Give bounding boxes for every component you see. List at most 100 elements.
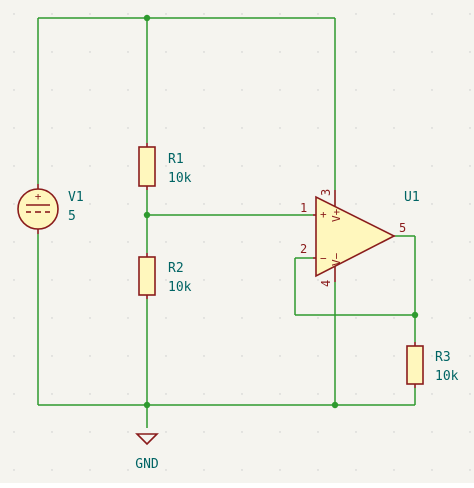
- r1-body: [138, 146, 156, 187]
- grid-dot: [431, 89, 433, 91]
- grid-dot: [279, 203, 281, 205]
- grid-dot: [51, 279, 53, 281]
- grid-dot: [317, 431, 319, 433]
- grid-dot: [127, 51, 129, 53]
- grid-dot: [317, 393, 319, 395]
- grid-dot: [241, 431, 243, 433]
- grid-dot: [469, 127, 471, 129]
- grid-dot: [469, 89, 471, 91]
- grid-dot: [393, 203, 395, 205]
- grid-dot: [393, 241, 395, 243]
- resistor-r3[interactable]: R3 10k: [406, 342, 459, 388]
- grid-dot: [431, 51, 433, 53]
- resistor-r2[interactable]: R2 10k: [138, 253, 192, 299]
- grid-dot: [431, 127, 433, 129]
- grid-dot: [203, 431, 205, 433]
- r2-ref: R2: [168, 261, 184, 276]
- grid-dot: [431, 393, 433, 395]
- grid-dot: [127, 355, 129, 357]
- grid-dot: [469, 51, 471, 53]
- grid-dot: [127, 431, 129, 433]
- grid-dot: [89, 431, 91, 433]
- grid-dot: [317, 89, 319, 91]
- grid-dot: [241, 279, 243, 281]
- grid-dot: [469, 469, 471, 471]
- opamp-vplus-label: V+: [330, 208, 343, 222]
- grid-dot: [203, 469, 205, 471]
- r3-body: [406, 345, 424, 385]
- grid-dot: [127, 13, 129, 15]
- grid-dot: [203, 241, 205, 243]
- grid-dot: [431, 241, 433, 243]
- junction-top: [143, 14, 151, 22]
- grid-dot: [51, 51, 53, 53]
- grid-dot: [89, 13, 91, 15]
- grid-dot: [241, 127, 243, 129]
- ground-triangle: [135, 433, 159, 446]
- grid-dot: [89, 279, 91, 281]
- grid-dot: [317, 127, 319, 129]
- pin-number-1: 1: [300, 201, 307, 215]
- grid-dot: [51, 241, 53, 243]
- opamp-u1[interactable]: + − V+ V− 1 2 3 4 5 U1: [300, 189, 420, 287]
- grid-dot: [89, 393, 91, 395]
- grid-dot: [13, 393, 15, 395]
- r3-ref: R3: [435, 350, 451, 365]
- pin-number-2: 2: [300, 242, 307, 256]
- grid-dot: [317, 13, 319, 15]
- grid-dot: [279, 89, 281, 91]
- grid-dot: [165, 393, 167, 395]
- grid-dot: [469, 393, 471, 395]
- grid-dot: [89, 469, 91, 471]
- pin-number-5: 5: [399, 221, 406, 235]
- grid-dot: [279, 279, 281, 281]
- grid-dot: [13, 127, 15, 129]
- ground-symbol[interactable]: GND: [135, 433, 159, 472]
- grid-dot: [355, 13, 357, 15]
- grid-dot: [355, 51, 357, 53]
- grid-dot: [469, 431, 471, 433]
- grid-dot: [279, 355, 281, 357]
- r1-ref: R1: [168, 152, 184, 167]
- grid-dot: [51, 431, 53, 433]
- opamp-inverting-sign: −: [320, 252, 327, 265]
- grid-dot: [13, 355, 15, 357]
- grid-dot: [393, 279, 395, 281]
- grid-dot: [127, 165, 129, 167]
- grid-dot: [127, 469, 129, 471]
- grid-dot: [469, 165, 471, 167]
- pin-number-4: 4: [319, 280, 333, 287]
- grid-dot: [469, 13, 471, 15]
- r2-body: [138, 256, 156, 296]
- grid-dot: [203, 279, 205, 281]
- grid-dot: [279, 317, 281, 319]
- grid-dot: [355, 203, 357, 205]
- r1-value: 10k: [168, 171, 192, 186]
- grid-dot: [13, 317, 15, 319]
- grid-dot: [89, 355, 91, 357]
- grid-dot: [203, 393, 205, 395]
- grid-dot: [279, 165, 281, 167]
- grid-dot: [203, 165, 205, 167]
- grid-dot: [431, 355, 433, 357]
- grid-dot: [165, 241, 167, 243]
- voltage-source-v1[interactable]: + V1 5: [17, 184, 84, 234]
- grid-dot: [317, 317, 319, 319]
- u1-ref: U1: [404, 190, 420, 205]
- grid-dot: [469, 355, 471, 357]
- v1-plus-sign: +: [35, 190, 42, 203]
- pin-number-3: 3: [319, 189, 333, 196]
- grid-dot: [13, 279, 15, 281]
- grid-dot: [279, 393, 281, 395]
- grid-dot: [469, 241, 471, 243]
- grid-dot: [13, 469, 15, 471]
- grid-dot: [51, 127, 53, 129]
- junction-divider: [143, 211, 151, 219]
- grid-dot: [127, 203, 129, 205]
- grid-dot: [89, 51, 91, 53]
- resistor-r1[interactable]: R1 10k: [138, 143, 192, 190]
- junctions: [143, 14, 419, 409]
- grid-dot: [203, 355, 205, 357]
- junction-feedback: [411, 311, 419, 319]
